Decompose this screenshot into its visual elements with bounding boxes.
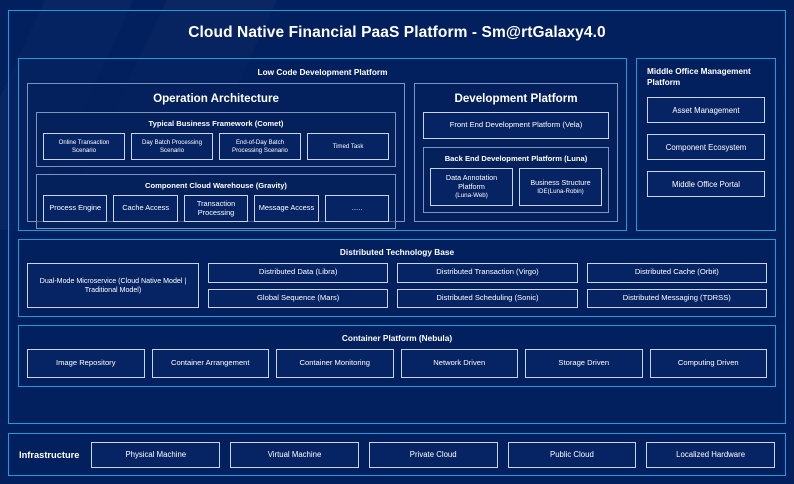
- infrastructure-item-localized-hardware[interactable]: Localized Hardware: [646, 441, 775, 468]
- middle-office-items: Asset Management Component Ecosystem Mid…: [647, 97, 765, 198]
- development-platform-title: Development Platform: [454, 92, 578, 105]
- infrastructure-item-virtual-machine[interactable]: Virtual Machine: [230, 441, 359, 468]
- distributed-technology-base-panel: Distributed Technology Base Dual-Mode Mi…: [18, 239, 776, 317]
- middle-office-item-middle-office-portal[interactable]: Middle Office Portal: [647, 171, 765, 198]
- front-end-development-platform-box[interactable]: Front End Development Platform (Vela): [423, 112, 609, 139]
- tbf-item-end-of-day-batch[interactable]: End-of-Day Batch Processing Scenario: [219, 133, 301, 160]
- middle-office-management-platform-panel: Middle Office Management Platform Asset …: [636, 58, 776, 231]
- operation-architecture-title: Operation Architecture: [153, 92, 279, 105]
- dtb-item-distributed-scheduling[interactable]: Distributed Scheduling (Sonic): [397, 288, 578, 308]
- dtb-item-distributed-transaction[interactable]: Distributed Transaction (Virgo): [397, 263, 578, 283]
- business-structure-name: Business Structure: [530, 177, 591, 187]
- container-item-storage-driven[interactable]: Storage Driven: [525, 349, 643, 378]
- distributed-technology-base-body: Dual-Mode Microservice (Cloud Native Mod…: [27, 263, 767, 308]
- dtb-item-distributed-cache[interactable]: Distributed Cache (Orbit): [586, 263, 767, 283]
- distributed-technology-base-title: Distributed Technology Base: [339, 247, 455, 257]
- ccw-item-message-access[interactable]: Message Access: [254, 195, 319, 222]
- tbf-item-timed-task[interactable]: Timed Task: [307, 133, 389, 160]
- component-cloud-warehouse-items: Process Engine Cache Access Transaction …: [43, 195, 390, 222]
- container-platform-panel: Container Platform (Nebula) Image Reposi…: [18, 325, 776, 387]
- container-item-container-arrangement[interactable]: Container Arrangement: [151, 349, 269, 378]
- upper-region: Low Code Development Platform Operation …: [18, 58, 776, 231]
- container-platform-title: Container Platform (Nebula): [341, 333, 453, 343]
- infrastructure-item-physical-machine[interactable]: Physical Machine: [91, 441, 221, 468]
- back-end-items: Data Annotation Platform (Luna-Web) Busi…: [430, 168, 602, 206]
- operation-architecture-panel: Operation Architecture Typical Business …: [27, 83, 405, 229]
- container-item-image-repository[interactable]: Image Repository: [27, 349, 145, 378]
- ccw-item-cache-access[interactable]: Cache Access: [113, 195, 178, 222]
- dtb-group-data: Distributed Data (Libra) Global Sequence…: [208, 263, 389, 308]
- middle-office-title: Middle Office Management Platform: [647, 67, 751, 88]
- component-cloud-warehouse-title: Component Cloud Warehouse (Gravity): [145, 181, 287, 190]
- data-annotation-sub: (Luna-Web): [455, 192, 488, 200]
- component-cloud-warehouse-panel: Component Cloud Warehouse (Gravity) Proc…: [36, 174, 396, 229]
- container-item-network-driven[interactable]: Network Driven: [400, 349, 518, 378]
- tbf-item-day-batch[interactable]: Day Batch Processing Scenario: [131, 133, 213, 160]
- dtb-group-transaction: Distributed Transaction (Virgo) Distribu…: [397, 263, 578, 308]
- business-structure-sub: IDE(Luna-Robin): [537, 188, 584, 196]
- data-annotation-name: Data Annotation Platform: [445, 173, 498, 191]
- development-platform-panel: Development Platform Front End Developme…: [414, 83, 618, 222]
- page-title: Cloud Native Financial PaaS Platform - S…: [188, 24, 606, 41]
- back-end-development-platform-title: Back End Development Platform (Luna): [444, 154, 588, 163]
- back-end-item-data-annotation[interactable]: Data Annotation Platform (Luna-Web): [430, 168, 513, 206]
- dtb-item-global-sequence[interactable]: Global Sequence (Mars): [208, 288, 389, 308]
- back-end-development-platform-panel: Back End Development Platform (Luna) Dat…: [423, 147, 609, 213]
- dtb-item-distributed-data[interactable]: Distributed Data (Libra): [208, 263, 389, 283]
- infrastructure-item-private-cloud[interactable]: Private Cloud: [368, 441, 498, 468]
- container-platform-items: Image Repository Container Arrangement C…: [27, 349, 767, 378]
- infrastructure-panel: Infrastructure Physical Machine Virtual …: [8, 433, 786, 476]
- dtb-item-distributed-messaging[interactable]: Distributed Messaging (TDRSS): [586, 288, 767, 308]
- dual-mode-microservice-box[interactable]: Dual-Mode Microservice (Cloud Native Mod…: [27, 263, 199, 308]
- container-item-computing-driven[interactable]: Computing Driven: [649, 349, 767, 378]
- typical-business-framework-title: Typical Business Framework (Comet): [148, 119, 284, 128]
- low-code-columns: Operation Architecture Typical Business …: [27, 83, 618, 229]
- ccw-item-process-engine[interactable]: Process Engine: [43, 195, 108, 222]
- middle-office-item-asset-management[interactable]: Asset Management: [647, 97, 765, 124]
- typical-business-framework-items: Online Transaction Scenario Day Batch Pr…: [43, 133, 389, 160]
- middle-office-item-component-ecosystem[interactable]: Component Ecosystem: [647, 134, 765, 161]
- tbf-item-online-transaction[interactable]: Online Transaction Scenario: [43, 133, 125, 160]
- dtb-group-cache: Distributed Cache (Orbit) Distributed Me…: [586, 263, 767, 308]
- low-code-title: Low Code Development Platform: [257, 67, 388, 77]
- infrastructure-item-public-cloud[interactable]: Public Cloud: [507, 441, 637, 468]
- container-item-container-monitoring[interactable]: Container Monitoring: [276, 349, 394, 378]
- platform-frame: Cloud Native Financial PaaS Platform - S…: [8, 10, 786, 424]
- back-end-item-business-structure[interactable]: Business Structure IDE(Luna-Robin): [519, 168, 602, 206]
- typical-business-framework-panel: Typical Business Framework (Comet) Onlin…: [36, 112, 396, 167]
- ccw-item-transaction-processing[interactable]: Transaction Processing: [183, 195, 249, 222]
- infrastructure-items: Physical Machine Virtual Machine Private…: [91, 441, 775, 468]
- ccw-item-more[interactable]: ......: [324, 195, 390, 222]
- low-code-development-platform-panel: Low Code Development Platform Operation …: [18, 58, 627, 231]
- infrastructure-label: Infrastructure: [19, 449, 80, 460]
